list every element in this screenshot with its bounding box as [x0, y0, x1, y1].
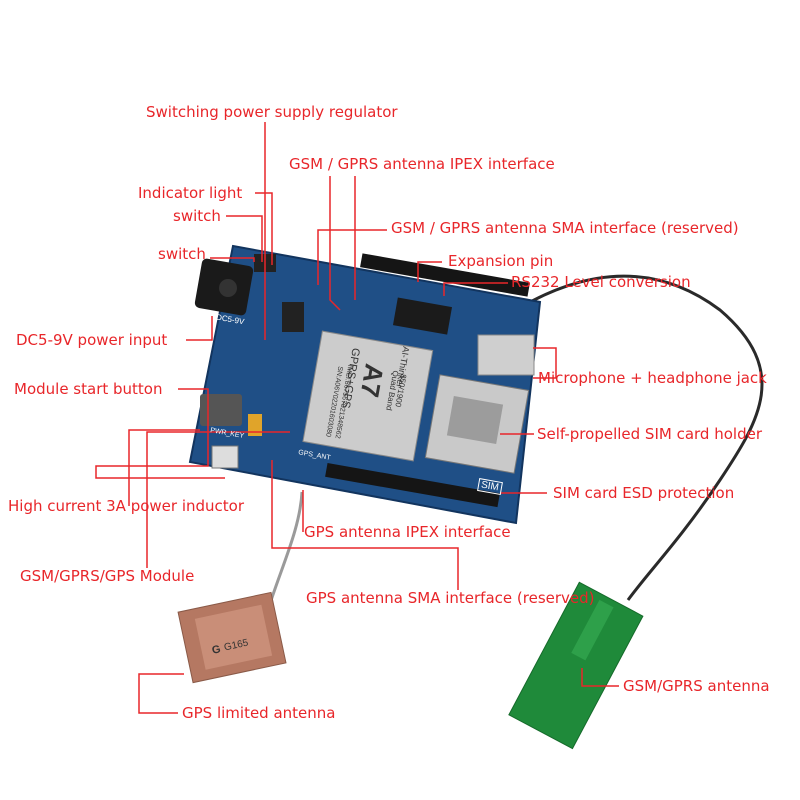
- capacitor: [248, 414, 262, 436]
- label-switch-2: switch: [158, 245, 206, 263]
- gps-antenna-cable: [266, 491, 304, 611]
- module-model-text: A7: [354, 361, 390, 400]
- label-gsm-ipex: GSM / GPRS antenna IPEX interface: [289, 155, 555, 173]
- label-sim-holder: Self-propelled SIM card holder: [537, 425, 762, 443]
- label-gps-antenna: GPS limited antenna: [182, 704, 336, 722]
- label-rs232: RS232 Level conversion: [511, 273, 691, 291]
- label-gps-sma: GPS antenna SMA interface (reserved): [306, 589, 595, 607]
- label-inductor: High current 3A power inductor: [8, 497, 245, 515]
- label-switch-1: switch: [173, 207, 221, 225]
- switch-component-2: [282, 302, 304, 332]
- label-start-button: Module start button: [14, 380, 163, 398]
- label-expansion-pin: Expansion pin: [448, 252, 554, 270]
- leader-lines: [95, 122, 619, 714]
- label-indicator-light: Indicator light: [138, 184, 243, 202]
- label-mic-jack: Microphone + headphone jack: [538, 369, 767, 387]
- label-gsm-antenna: GSM/GPRS antenna: [623, 677, 770, 695]
- audio-jack: [477, 334, 535, 376]
- label-dc-input: DC5-9V power input: [16, 331, 168, 349]
- gps-antenna-patch: [177, 591, 287, 684]
- gps-header: [325, 462, 500, 508]
- label-switching-regulator: Switching power supply regulator: [146, 103, 398, 121]
- expansion-header: [360, 253, 530, 297]
- label-module: GSM/GPRS/GPS Module: [20, 567, 195, 585]
- label-sim-esd: SIM card ESD protection: [553, 484, 735, 502]
- start-button-component: [211, 445, 239, 469]
- power-inductor: [200, 394, 242, 426]
- label-gps-ipex: GPS antenna IPEX interface: [304, 523, 511, 541]
- pcb-board: [188, 244, 542, 525]
- label-gsm-sma: GSM / GPRS antenna SMA interface (reserv…: [391, 219, 739, 237]
- rs232-chip: [392, 297, 453, 335]
- a7-module-component: [302, 330, 434, 462]
- gsm-antenna-pcb: [508, 581, 644, 750]
